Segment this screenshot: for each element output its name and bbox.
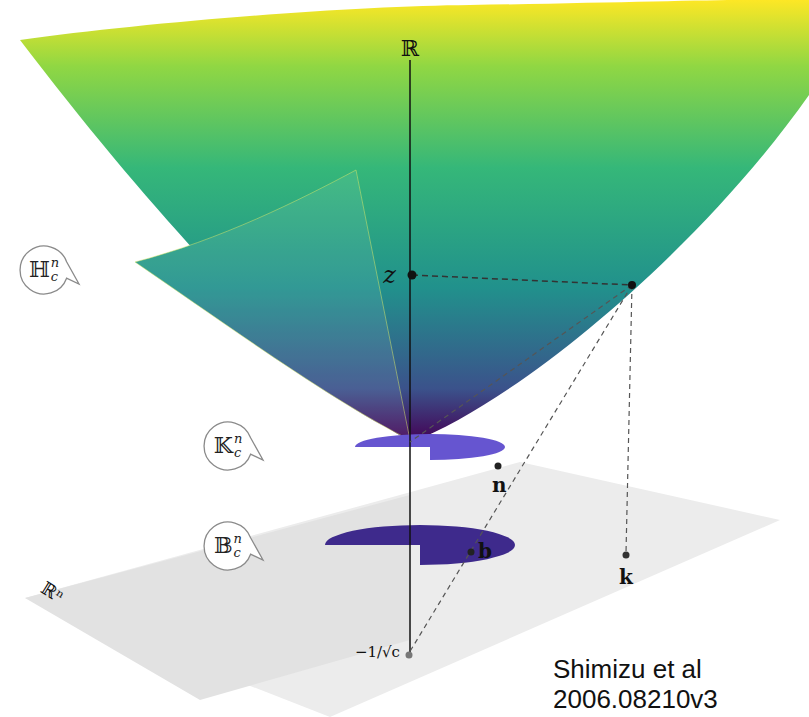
citation-note: Shimizu et al 2006.08210v3	[553, 655, 753, 715]
space-symbol: 𝔹	[214, 535, 233, 557]
bubble-shape	[204, 422, 263, 470]
k-point	[623, 552, 630, 559]
space-symbol: ℍ	[29, 259, 50, 281]
euclidean-plane	[25, 462, 780, 717]
real-axis	[409, 60, 411, 652]
space-symbol: 𝕂	[214, 435, 233, 457]
poincare-ray	[409, 285, 632, 653]
height-dash	[412, 275, 632, 285]
callout-bubble: 𝕂nc	[200, 418, 270, 476]
dimension-superscript: n	[51, 256, 59, 269]
bubble-shape	[204, 522, 263, 570]
poincare-disk	[325, 525, 515, 565]
bubble-shape	[20, 246, 79, 294]
axis-label: ℝ	[401, 36, 419, 61]
callout-bubble: ℍnc	[16, 242, 86, 300]
curvature-subscript: c	[234, 446, 241, 459]
pole-point	[406, 652, 413, 659]
projection-dash	[626, 285, 632, 553]
pole-label: −1/√c	[355, 644, 400, 661]
klein-disk	[355, 434, 505, 460]
cut-wall	[135, 170, 410, 440]
curvature-subscript: c	[234, 546, 241, 559]
point-label: n	[492, 474, 507, 497]
z-point	[408, 271, 417, 280]
klein-ray	[410, 285, 632, 442]
dimension-superscript: n	[234, 532, 242, 545]
n-point	[495, 463, 502, 470]
plane-shade	[25, 495, 410, 700]
dimension-superscript: n	[234, 432, 242, 445]
callout-bubble: 𝔹nc	[200, 518, 270, 576]
point-label: b	[478, 540, 492, 563]
b-point	[468, 549, 475, 556]
hyperboloid-surface	[20, 0, 809, 442]
curvature-subscript: c	[51, 270, 58, 283]
cut-wall-shade	[135, 170, 410, 440]
point-label: k	[619, 566, 633, 589]
surface-point	[628, 281, 636, 289]
height-label: z	[383, 262, 396, 290]
